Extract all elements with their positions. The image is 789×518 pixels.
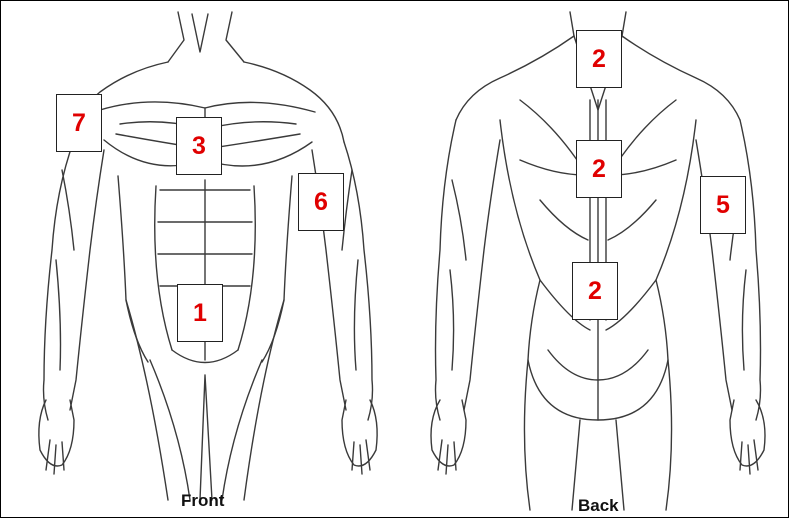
label-front-chest: 3	[176, 117, 222, 175]
label-back-mid: 2	[576, 140, 622, 198]
caption-front: Front	[181, 491, 224, 511]
caption-back: Back	[578, 496, 619, 516]
front-figure	[39, 12, 377, 500]
label-front-abdomen: 1	[177, 284, 223, 342]
label-front-shoulder: 7	[56, 94, 102, 152]
label-back-upper: 2	[576, 30, 622, 88]
label-front-arm: 6	[298, 173, 344, 231]
label-back-arm: 5	[700, 176, 746, 234]
label-back-lower: 2	[572, 262, 618, 320]
